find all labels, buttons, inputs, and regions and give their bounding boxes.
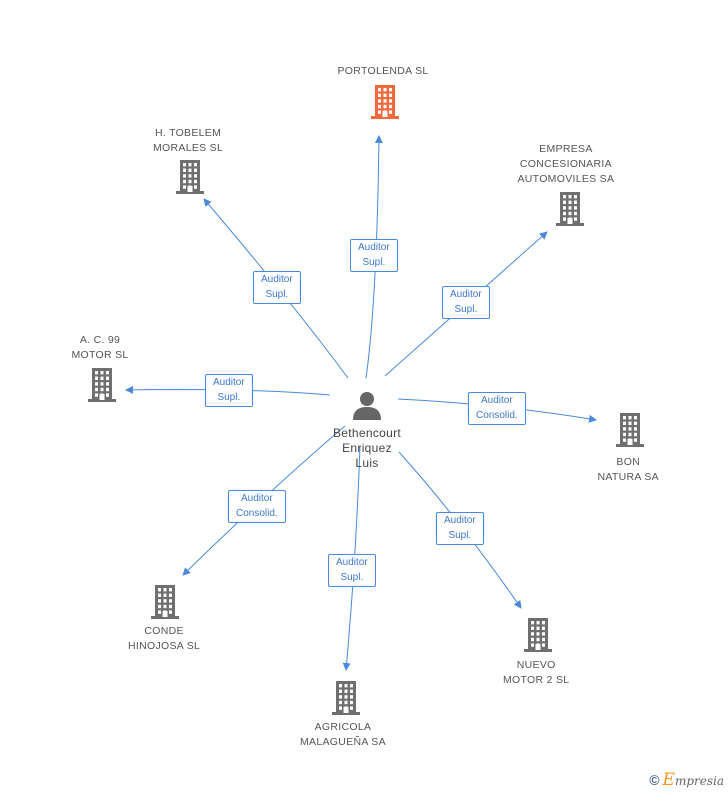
relation-label-line: Supl.	[217, 391, 241, 403]
person-name-line: Luis	[355, 456, 379, 470]
company-label-portolenda[interactable]: PORTOLENDA SL	[338, 64, 429, 79]
building-icon[interactable]	[555, 192, 585, 226]
empresia-logo: Empresia	[662, 770, 724, 790]
building-icon[interactable]	[331, 681, 361, 715]
building-icon[interactable]	[87, 368, 117, 402]
company-name-line: CONDE	[144, 625, 184, 637]
company-name-line: H. TOBELEM	[154, 127, 222, 139]
relation-label-line: Auditor	[481, 394, 513, 406]
company-name-line: HINOJOSA SL	[128, 640, 201, 652]
company-label-agricola[interactable]: AGRICOLA MALAGUEÑA SA	[300, 720, 386, 750]
relation-label-line: Auditor	[261, 273, 293, 285]
building-icon[interactable]	[615, 413, 645, 447]
company-label-a99[interactable]: A. C. 99 MOTOR SL	[72, 333, 129, 363]
company-label-bon[interactable]: BON NATURA SA	[598, 455, 659, 485]
relation-label-line: Auditor	[241, 492, 273, 504]
company-name-line: BON	[616, 456, 641, 468]
company-label-conde[interactable]: CONDE HINOJOSA SL	[128, 624, 200, 654]
company-name-line: NATURA SA	[597, 471, 659, 483]
relation-label-line: Auditor	[358, 241, 390, 253]
company-name-line: MOTOR 2 SL	[503, 674, 570, 686]
relation-label-line: Supl.	[454, 303, 478, 315]
company-label-tobelem[interactable]: H. TOBELEM MORALES SL	[153, 126, 223, 156]
company-name-line: AGRICOLA	[314, 721, 372, 733]
building-icon[interactable]	[175, 160, 205, 194]
company-name-line: NUEVO	[516, 659, 556, 671]
company-label-empresa[interactable]: EMPRESA CONCESIONARIA AUTOMOVILES SA	[518, 142, 615, 187]
relation-label-line: Consolid.	[236, 507, 278, 519]
relation-label-line: Supl.	[340, 571, 364, 583]
relation-label-line: Consolid.	[476, 409, 518, 421]
company-name-line: PORTOLENDA SL	[337, 65, 429, 77]
relation-label-line: Supl.	[448, 529, 472, 541]
company-name-line: MALAGUEÑA SA	[300, 736, 386, 748]
company-name-line: AUTOMOVILES SA	[517, 173, 615, 185]
company-name-line: MORALES SL	[153, 142, 224, 154]
relation-label-line: Auditor	[444, 514, 476, 526]
building-icon[interactable]	[370, 85, 400, 119]
building-icon[interactable]	[150, 585, 180, 619]
relation-label-line: Auditor	[213, 376, 245, 388]
company-name-line: CONCESIONARIA	[519, 158, 612, 170]
relation-label-line: Supl.	[362, 256, 386, 268]
edge-portolenda	[365, 135, 383, 379]
company-name-line: EMPRESA	[539, 143, 593, 155]
person-name-line: Bethencourt	[333, 426, 402, 440]
company-name-line: A. C. 99	[79, 334, 121, 346]
relation-label-line: Auditor	[336, 556, 368, 568]
footer-brand: © Empresia	[649, 770, 724, 790]
person-icon[interactable]	[352, 390, 382, 420]
person-name-line: Enriquez	[342, 441, 392, 455]
company-label-nuevo[interactable]: NUEVO MOTOR 2 SL	[503, 658, 569, 688]
company-name-line: MOTOR SL	[71, 349, 129, 361]
building-icon[interactable]	[523, 618, 553, 652]
relation-label-line: Auditor	[450, 288, 482, 300]
relation-label-line: Supl.	[265, 288, 289, 300]
copyright-icon: ©	[649, 772, 660, 788]
